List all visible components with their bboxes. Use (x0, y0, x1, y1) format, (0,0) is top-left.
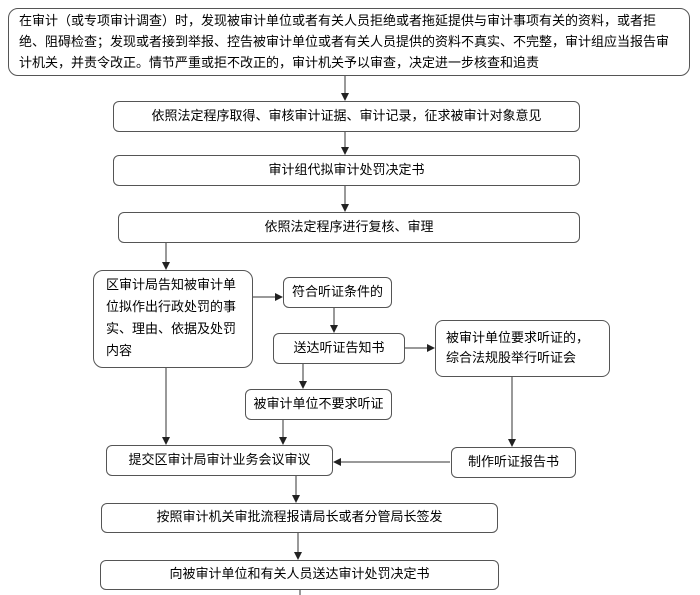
review-box: 依照法定程序进行复核、审理 (118, 212, 580, 243)
hearing-notice-box: 送达听证告知书 (273, 333, 405, 364)
hearing-report-box: 制作听证报告书 (451, 447, 576, 478)
sign-off-box: 按照审计机关审批流程报请局长或者分管局长签发 (101, 503, 498, 533)
hearing-eligible-box: 符合听证条件的 (283, 277, 392, 308)
evidence-box: 依照法定程序取得、审核审计证据、审计记录，征求被审计对象意见 (113, 101, 580, 132)
deliver-decision-box: 向被审计单位和有关人员送达审计处罚决定书 (100, 560, 499, 590)
committee-review-box: 提交区审计局审计业务会议审议 (106, 445, 333, 476)
notify-facts-box: 区审计局告知被审计单位拟作出行政处罚的事实、理由、依据及处罚内容 (93, 270, 253, 368)
draft-decision-box: 审计组代拟审计处罚决定书 (113, 155, 580, 186)
hearing-held-box: 被审计单位要求听证的，综合法规股举行听证会 (435, 320, 610, 377)
start-box: 在审计（或专项审计调查）时，发现被审计单位或者有关人员拒绝或者拖延提供与审计事项… (8, 8, 690, 76)
no-hearing-box: 被审计单位不要求听证 (245, 389, 392, 420)
